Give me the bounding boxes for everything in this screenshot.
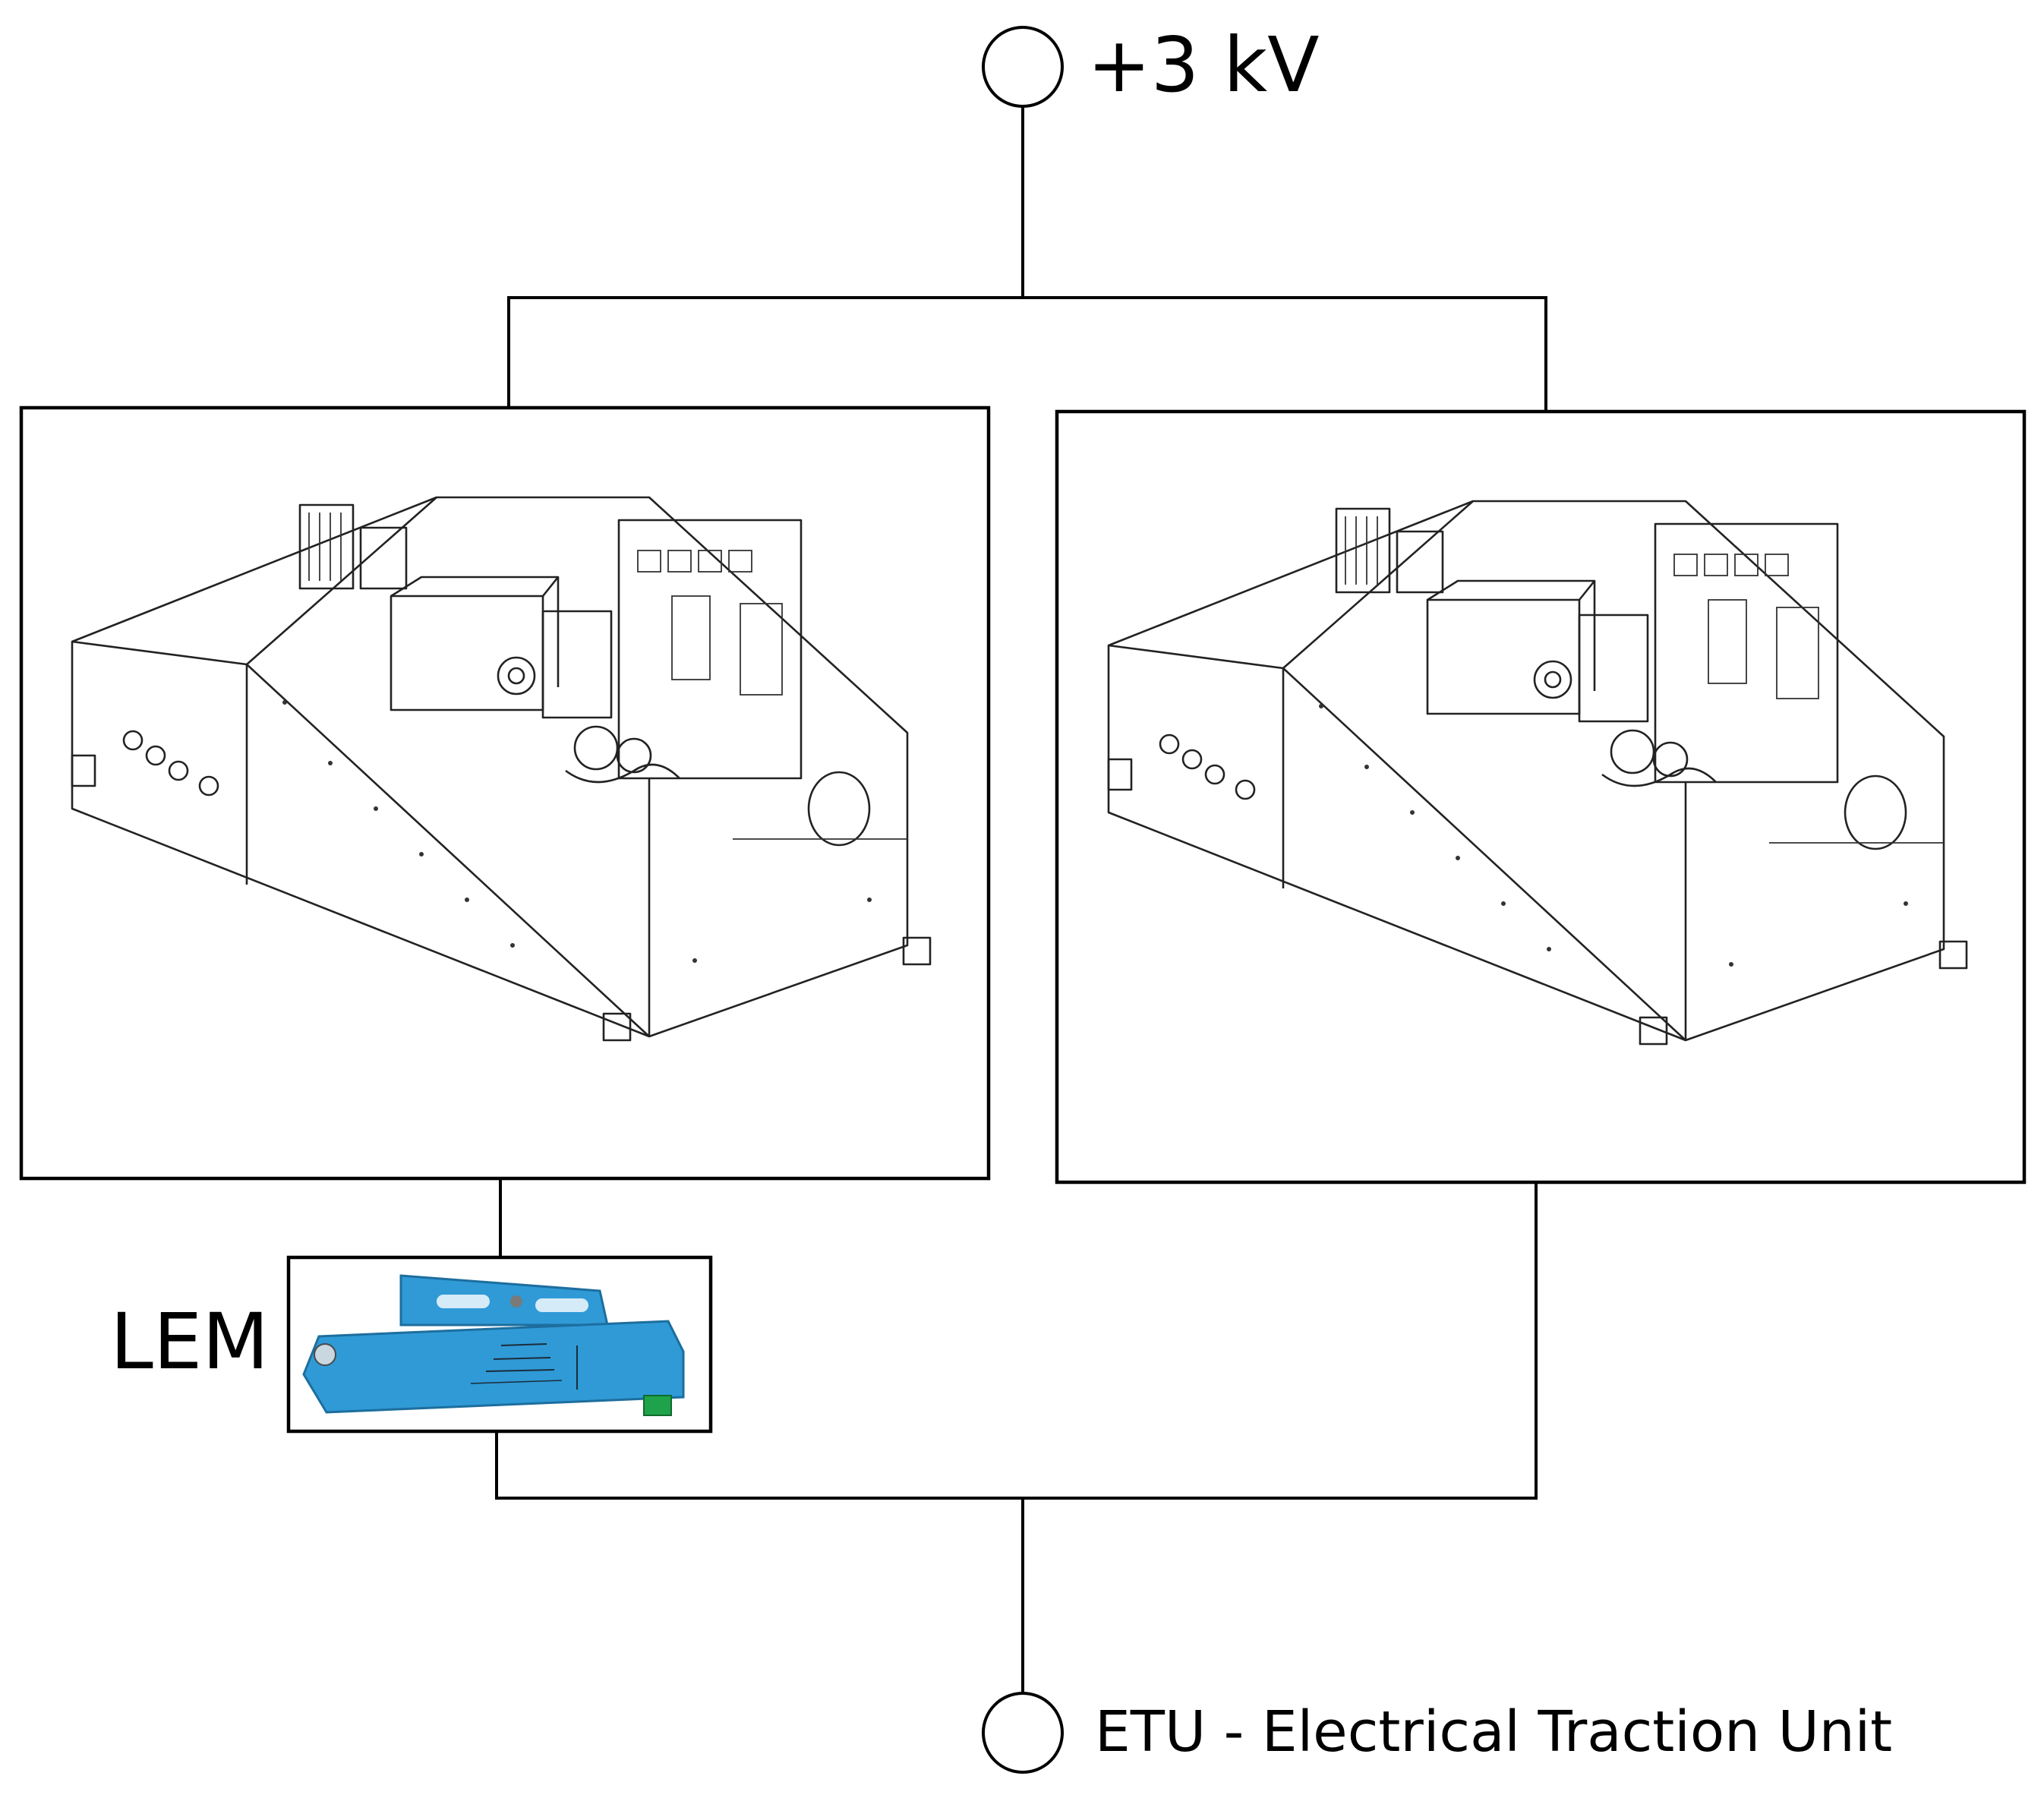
supply-terminal — [982, 26, 1064, 108]
bottom-bus — [495, 1181, 1538, 1500]
supply-label: +3 kV — [1087, 21, 1320, 109]
output-terminal — [982, 1692, 1064, 1774]
lem-label: LEM — [110, 1297, 269, 1387]
lem-current-sensor-icon — [302, 1274, 685, 1416]
right-converter-box — [1055, 409, 2027, 1185]
top-bus — [507, 296, 1547, 412]
left-converter-box — [19, 405, 991, 1181]
output-label: ETU - Electrical Traction Unit — [1095, 1699, 1892, 1765]
